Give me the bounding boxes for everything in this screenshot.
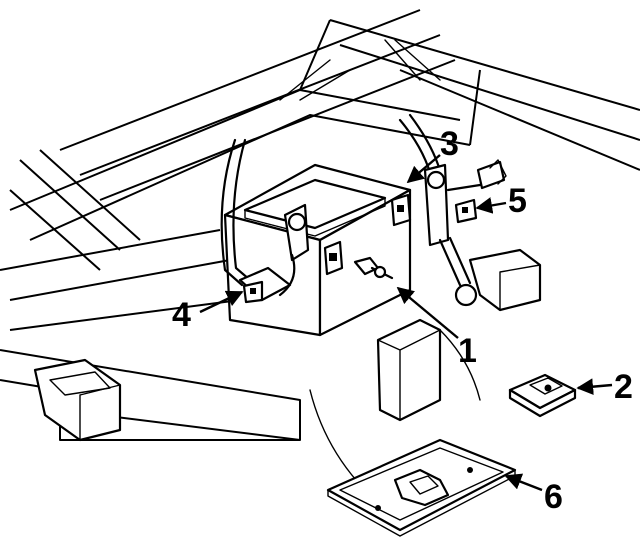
callout-labels: 1 2 3 4 5 6 [172, 125, 633, 516]
leader-lines [199, 154, 613, 492]
splash-shield [376, 318, 442, 422]
vehicle-frame [0, 9, 640, 521]
negative-cable [220, 138, 310, 304]
callout-5: 5 [508, 182, 527, 220]
callout-6: 6 [544, 478, 563, 516]
callout-1: 1 [458, 332, 477, 370]
battery [223, 163, 412, 337]
hold-down-clamp [508, 373, 577, 418]
battery-tray [326, 438, 517, 537]
callout-4: 4 [172, 296, 191, 334]
callout-2: 2 [614, 368, 633, 406]
positive-cable [398, 113, 507, 307]
callout-3: 3 [440, 125, 459, 163]
